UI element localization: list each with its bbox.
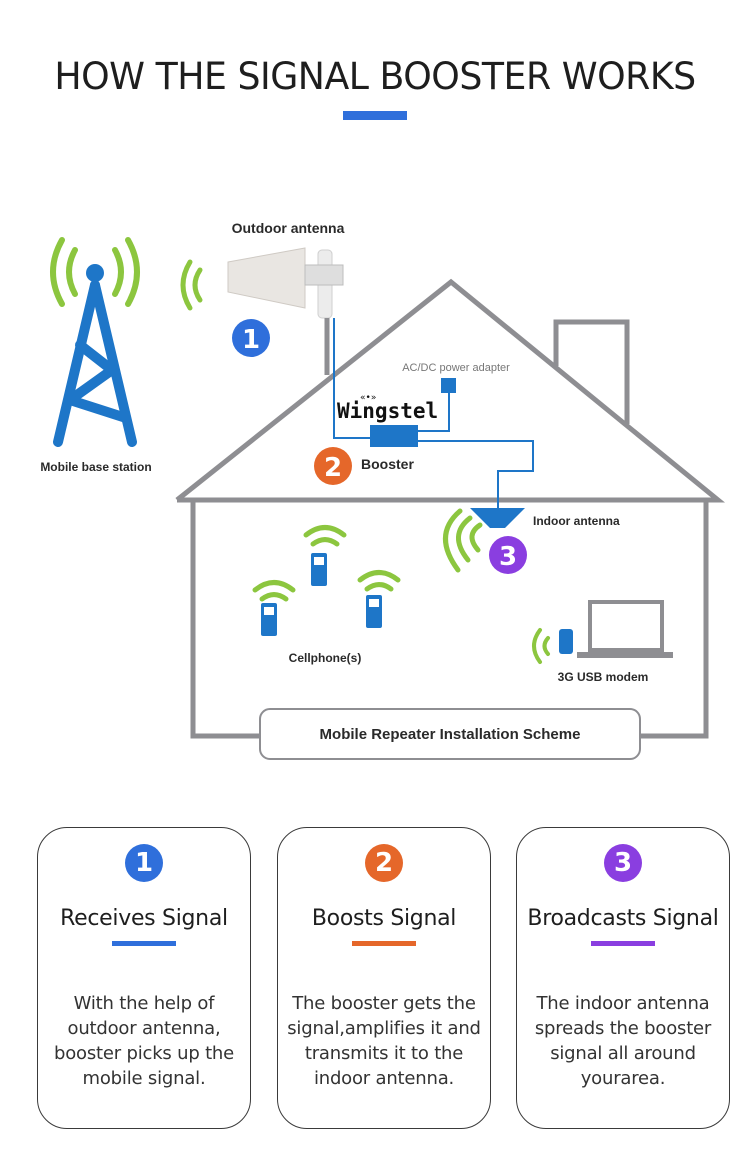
- antenna-signal-waves-icon: [180, 259, 203, 311]
- step-title: Broadcasts Signal: [527, 906, 719, 931]
- usb-modem-label: 3G USB modem: [558, 670, 649, 684]
- outdoor-antenna-icon: [227, 247, 344, 375]
- cellphone-icon: [303, 525, 347, 586]
- brand-name: Wingstel: [337, 399, 438, 423]
- step-title: Boosts Signal: [311, 906, 457, 931]
- step-card-broadcasts: 3 Broadcasts Signal The indoor antenna s…: [516, 827, 730, 1129]
- house-walls-right: [640, 500, 709, 739]
- usb-modem-icon: [532, 628, 573, 664]
- marker-1: 1: [232, 319, 270, 357]
- installation-diagram: Mobile base station Outdoor antenna AC/D…: [40, 220, 726, 760]
- brand-waves-icon: «•»: [360, 393, 376, 403]
- marker-3: 3: [489, 536, 527, 574]
- indoor-antenna-icon: [470, 508, 525, 528]
- marker-2: 2: [314, 447, 352, 485]
- tower-signal-waves-icon: [50, 237, 140, 307]
- svg-text:2: 2: [324, 453, 342, 483]
- booster-device-icon: [370, 425, 418, 447]
- coax-cables: [333, 318, 534, 508]
- step-number-badge: 3: [604, 844, 642, 882]
- step-number-badge: 1: [125, 844, 163, 882]
- chimney: [553, 319, 630, 424]
- step-title: Receives Signal: [60, 906, 228, 931]
- step-card-receives: 1 Receives Signal With the help of outdo…: [37, 827, 251, 1129]
- booster-label: Booster: [361, 456, 414, 472]
- step-description: The booster gets the signal,amplifies it…: [287, 993, 481, 1089]
- step-card-boosts: 2 Boosts Signal The booster gets the sig…: [277, 827, 491, 1129]
- step-title-underline: [112, 941, 176, 946]
- laptop-icon: [577, 600, 673, 658]
- step-title-underline: [591, 941, 655, 946]
- step-description: The indoor antenna spreads the booster s…: [534, 993, 712, 1089]
- house-walls: [190, 500, 262, 739]
- indoor-antenna-label: Indoor antenna: [533, 514, 620, 528]
- svg-text:3: 3: [499, 542, 517, 572]
- step-title-underline: [352, 941, 416, 946]
- power-adapter-label: AC/DC power adapter: [402, 362, 510, 374]
- outdoor-antenna-label: Outdoor antenna: [232, 220, 345, 236]
- scheme-caption-box: [259, 708, 641, 760]
- base-station-tower-icon: [53, 264, 137, 447]
- cellphone-icon: [252, 580, 296, 636]
- page-title: HOW THE SIGNAL BOOSTER WORKS: [54, 55, 696, 98]
- brand-logo: «•» Wingstel: [337, 393, 438, 423]
- power-adapter-icon: [441, 378, 456, 393]
- cellphones-label: Cellphone(s): [289, 651, 362, 665]
- scheme-caption: Mobile Repeater Installation Scheme: [320, 726, 581, 743]
- step-description: With the help of outdoor antenna, booste…: [53, 993, 235, 1089]
- title-underline: [343, 111, 407, 120]
- svg-text:1: 1: [242, 325, 260, 355]
- step-number-badge: 2: [365, 844, 403, 882]
- cellphone-icon: [357, 570, 401, 628]
- indoor-signal-waves-icon: [443, 508, 483, 573]
- base-station-label: Mobile base station: [40, 460, 151, 474]
